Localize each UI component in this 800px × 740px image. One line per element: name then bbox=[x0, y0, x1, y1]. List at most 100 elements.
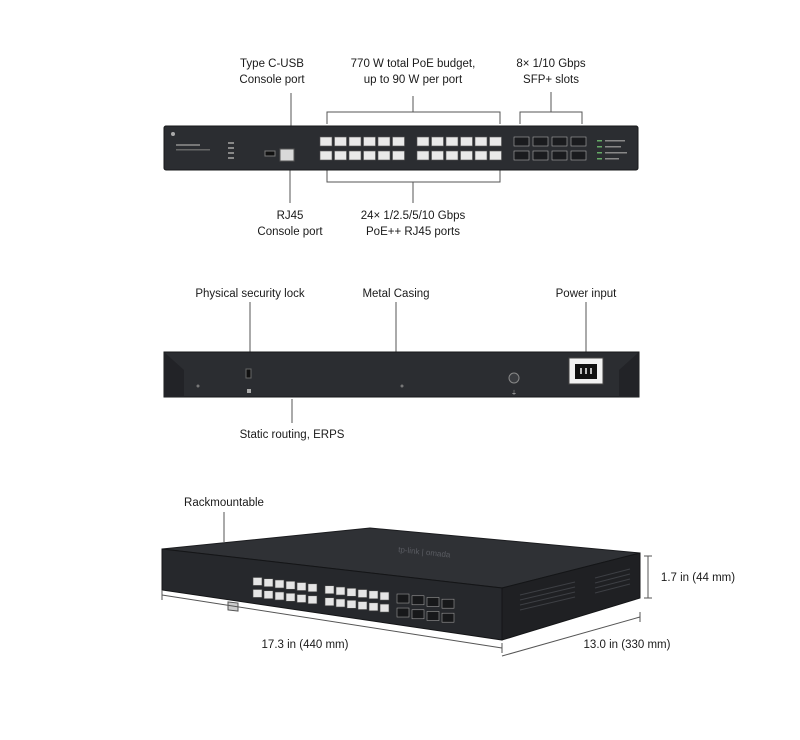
rj45-port bbox=[392, 136, 405, 147]
rj45-port bbox=[319, 136, 333, 147]
width-dimension bbox=[161, 594, 503, 649]
iso-rj45-port bbox=[357, 601, 368, 610]
iso-rj45-port bbox=[285, 592, 296, 602]
ground-icon: ⏚ bbox=[511, 390, 517, 397]
iso-rj45-port bbox=[307, 595, 318, 605]
poe-budget-line2: up to 90 W per port bbox=[363, 74, 463, 86]
power-pin bbox=[585, 368, 587, 374]
iso-rj45-port bbox=[285, 580, 296, 590]
tplink-logo-icon bbox=[171, 132, 175, 136]
iso-rj45-port bbox=[274, 591, 285, 601]
security-lock-slot bbox=[245, 368, 252, 379]
rj45-port bbox=[348, 150, 362, 161]
iso-rj45-port bbox=[274, 579, 285, 589]
iso-rj45-port bbox=[368, 602, 379, 612]
rj45-console-port bbox=[279, 148, 295, 162]
iso-rj45-port bbox=[357, 589, 368, 598]
iso-rj45-port bbox=[296, 594, 307, 603]
sfp-port bbox=[532, 136, 549, 147]
poe-ports-line1: 24× 1/2.5/5/10 Gbps bbox=[360, 210, 466, 222]
usb-console-label: Type C-USB Console port bbox=[232, 56, 312, 88]
rj45-port bbox=[431, 136, 444, 147]
rj45-console-line2: Console port bbox=[257, 226, 323, 238]
rj45-port bbox=[377, 150, 391, 161]
iso-rj45-port bbox=[252, 577, 263, 586]
sfp-port bbox=[551, 136, 568, 147]
width-label: 17.3 in (440 mm) bbox=[261, 639, 349, 651]
iso-rj45-port bbox=[324, 597, 335, 607]
rj45-port bbox=[474, 136, 488, 147]
iso-sfp-port bbox=[426, 597, 440, 607]
usb-c-port bbox=[264, 150, 276, 157]
model-text-line bbox=[176, 149, 210, 151]
iso-rj45-port bbox=[296, 582, 307, 591]
iso-rj45-port bbox=[335, 586, 346, 596]
iso-sfp-ports bbox=[396, 593, 455, 623]
lock-icon bbox=[247, 389, 251, 393]
sfp-slots-line2: SFP+ slots bbox=[523, 74, 579, 86]
sfp-port bbox=[513, 150, 530, 161]
model-text-line bbox=[176, 144, 200, 146]
rj45-port bbox=[334, 136, 347, 147]
sfp-port bbox=[551, 150, 568, 161]
iso-rj45-port bbox=[379, 603, 390, 613]
iso-sfp-port bbox=[441, 598, 455, 609]
sfp-port bbox=[570, 136, 587, 147]
rear-chassis bbox=[163, 351, 640, 398]
iso-rj45-port bbox=[263, 590, 274, 600]
rj45-port bbox=[392, 150, 405, 161]
poe-ports-line2: PoE++ RJ45 ports bbox=[366, 226, 460, 238]
iso-sfp-port bbox=[411, 595, 425, 606]
sfp-port bbox=[532, 150, 549, 161]
rj45-port bbox=[319, 150, 333, 161]
iso-sfp-port bbox=[396, 593, 410, 604]
iso-rj45-port bbox=[346, 599, 357, 609]
rj45-port bbox=[363, 150, 376, 161]
sfp-slots-line1: 8× 1/10 Gbps bbox=[516, 58, 586, 70]
iso-sfp-port bbox=[411, 609, 425, 620]
sfp-port bbox=[570, 150, 587, 161]
poe-ports-label: 24× 1/2.5/5/10 Gbps PoE++ RJ45 ports bbox=[348, 208, 478, 240]
rackmountable-label: Rackmountable bbox=[184, 497, 264, 509]
rj45-port-block bbox=[319, 136, 502, 161]
iso-rj45-port bbox=[335, 598, 346, 608]
poe-budget-label: 770 W total PoE budget, up to 90 W per p… bbox=[343, 56, 483, 88]
rear-left-bracket bbox=[164, 352, 184, 397]
rj45-port bbox=[416, 150, 430, 161]
iso-rj45-port bbox=[346, 587, 357, 597]
iso-rj45-ports bbox=[252, 577, 390, 613]
rj45-port bbox=[348, 136, 362, 147]
ground-screw bbox=[508, 372, 520, 384]
power-pin bbox=[590, 368, 592, 374]
rj45-port bbox=[445, 150, 459, 161]
rj45-port bbox=[377, 136, 391, 147]
sfp-port-block bbox=[513, 136, 587, 161]
security-lock-label: Physical security lock bbox=[195, 288, 305, 300]
power-input-label: Power input bbox=[555, 288, 617, 300]
status-text bbox=[605, 140, 627, 160]
iso-rj45-port bbox=[379, 591, 390, 601]
usb-console-line1: Type C-USB bbox=[240, 58, 304, 70]
sfp-port bbox=[513, 136, 530, 147]
rj45-console-line1: RJ45 bbox=[276, 210, 304, 222]
rj45-port bbox=[363, 136, 376, 147]
iso-rj45-port bbox=[252, 589, 263, 598]
iso-rj45-port bbox=[263, 578, 274, 588]
rj45-port bbox=[334, 150, 347, 161]
poe-budget-line1: 770 W total PoE budget, bbox=[350, 58, 476, 70]
iso-sfp-port bbox=[441, 612, 455, 623]
iso-rj45-port bbox=[307, 583, 318, 593]
rj45-port bbox=[474, 150, 488, 161]
depth-dimension bbox=[501, 616, 641, 657]
sfp-slots-label: 8× 1/10 Gbps SFP+ slots bbox=[506, 56, 596, 88]
iso-rj45-port bbox=[324, 585, 335, 595]
rj45-port bbox=[416, 136, 430, 147]
iso-sfp-port bbox=[396, 607, 410, 618]
depth-label: 13.0 in (330 mm) bbox=[583, 639, 671, 651]
usb-console-line2: Console port bbox=[239, 74, 305, 86]
rj45-port bbox=[460, 150, 473, 161]
screw bbox=[400, 384, 404, 388]
